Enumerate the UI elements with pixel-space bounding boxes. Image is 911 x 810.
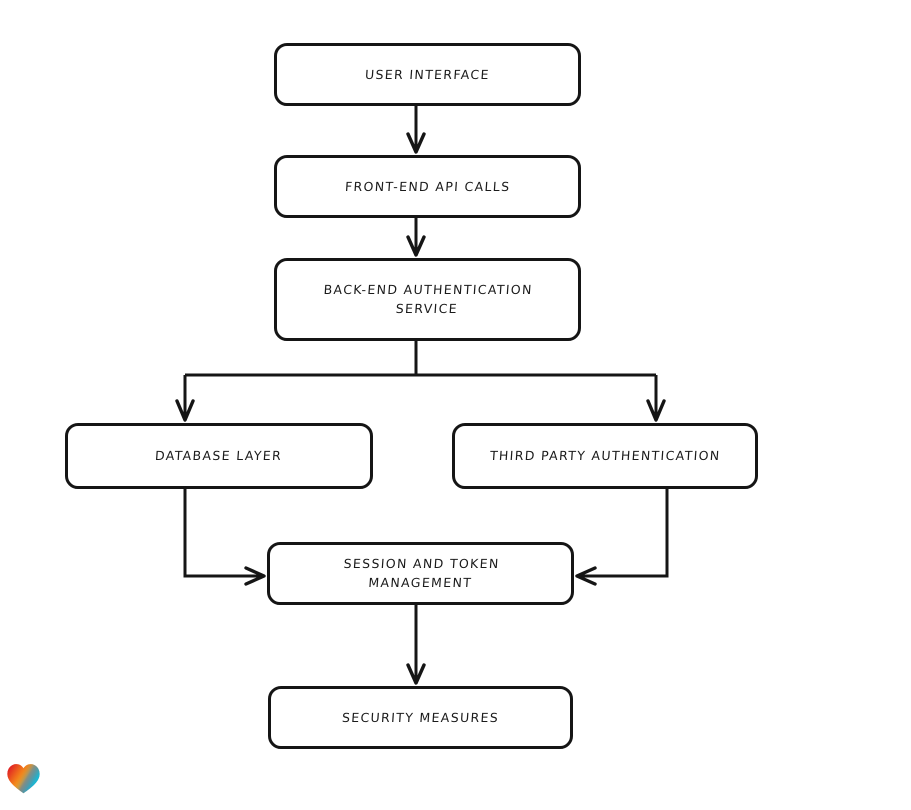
node-label: Database Layer (154, 448, 284, 464)
edge-frontend-to-backend (406, 218, 426, 257)
edge-ui-to-frontend (406, 106, 426, 154)
edge-session-to-security (406, 605, 426, 685)
node-label: Front-End API Calls (344, 178, 511, 194)
node-security-measures[interactable]: Security Measures (268, 686, 573, 749)
heart-icon (7, 764, 40, 794)
node-label: Back-End Authentication Service (323, 282, 534, 317)
edge-backend-to-database (175, 375, 195, 422)
edge-backend-branch-bus (185, 341, 656, 377)
edge-thirdparty-to-session (575, 489, 669, 586)
node-database-layer[interactable]: Database Layer (65, 423, 373, 489)
node-third-party-authentication[interactable]: Third Party Authentication (452, 423, 758, 489)
node-label: Session and Token Management (342, 556, 500, 591)
node-front-end-api-calls[interactable]: Front-End API Calls (274, 155, 581, 218)
node-label: Security Measures (341, 709, 500, 725)
edge-backend-to-thirdparty (646, 375, 666, 422)
node-session-and-token-management[interactable]: Session and Token Management (267, 542, 574, 605)
node-label: User Interface (364, 66, 491, 82)
node-label: Third Party Authentication (489, 448, 721, 464)
edge-database-to-session (183, 489, 266, 586)
node-user-interface[interactable]: User Interface (274, 43, 581, 106)
node-back-end-authentication-service[interactable]: Back-End Authentication Service (274, 258, 581, 341)
